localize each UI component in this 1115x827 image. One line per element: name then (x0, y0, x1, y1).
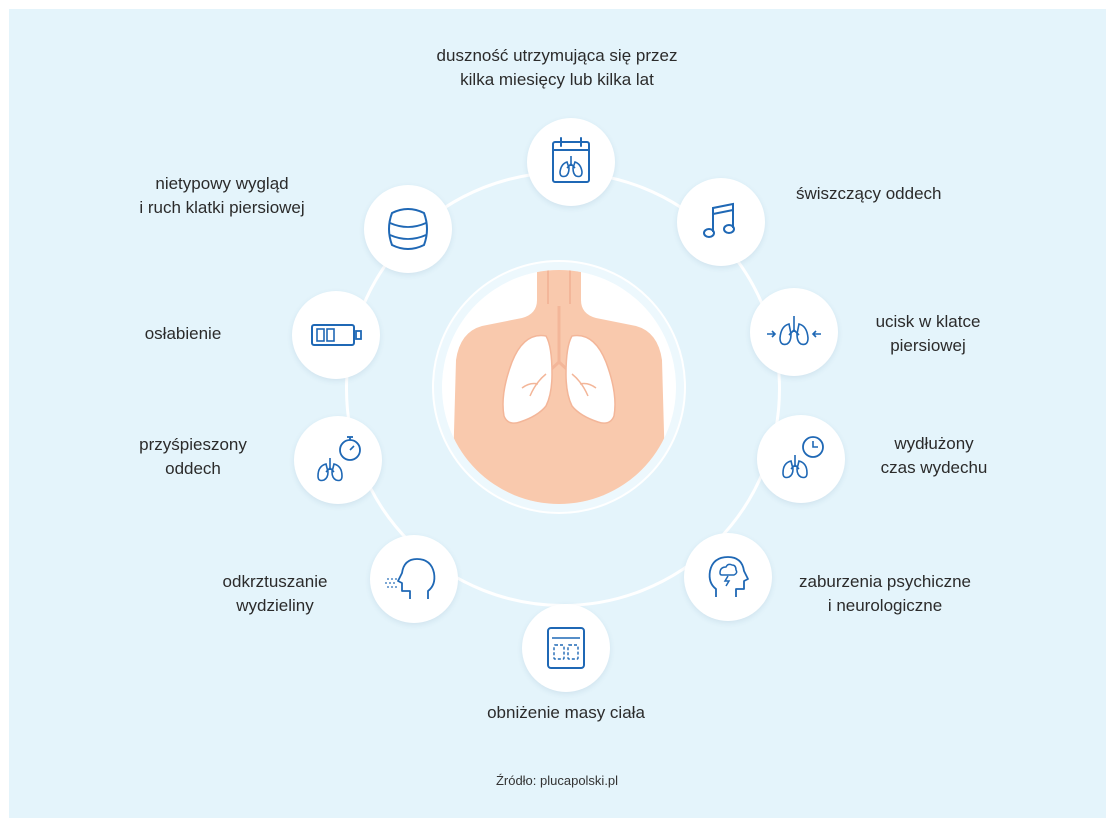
symptom-node-sputum (370, 535, 458, 623)
head-cough-icon (385, 558, 436, 599)
torso-illustration (442, 270, 676, 504)
lungs-clock-icon (782, 436, 824, 479)
symptom-node-prolonged-exhale (757, 415, 845, 503)
symptom-node-barrel-chest (364, 185, 452, 273)
torso-lungs-icon (452, 270, 666, 504)
lungs-stopwatch-icon (317, 436, 361, 482)
symptom-node-fast-breath (294, 416, 382, 504)
music-note-icon (703, 202, 735, 238)
scale-icon (547, 627, 585, 669)
symptom-node-wheezing (677, 178, 765, 266)
source-credit: Źródło: plucapolski.pl (495, 773, 619, 788)
low-battery-icon (311, 324, 362, 346)
symptom-node-weakness (292, 291, 380, 379)
symptom-node-weight-loss (522, 604, 610, 692)
symptom-node-dyspnea (527, 118, 615, 206)
barrel-icon (388, 208, 428, 250)
head-storm-icon (708, 556, 749, 597)
calendar-lungs-icon (552, 137, 590, 183)
symptom-node-chest-pressure (750, 288, 838, 376)
label-weight-loss: obniżenie masy ciała (487, 703, 645, 722)
symptom-node-neuro (684, 533, 772, 621)
label-wheezing: świszczący oddech (796, 184, 942, 203)
label-weakness: osłabienie (144, 324, 222, 343)
compressed-lungs-icon (767, 316, 821, 346)
